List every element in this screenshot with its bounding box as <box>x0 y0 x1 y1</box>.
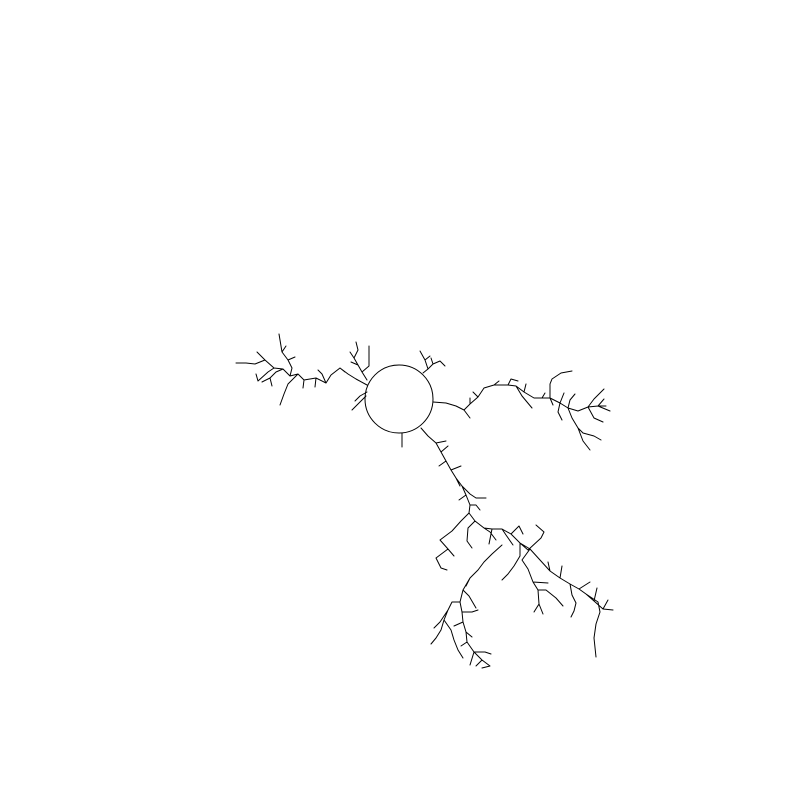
dendrite-right <box>432 370 611 451</box>
cell-body-soma <box>364 364 434 434</box>
dendrite-lower-left <box>430 544 503 669</box>
neuron <box>235 333 614 669</box>
dendrite-upper-left <box>235 333 368 406</box>
dendrite-lower-trunk <box>401 427 614 658</box>
dendrite-top-right <box>419 350 446 374</box>
dendrite-upper-left-short <box>349 341 370 411</box>
